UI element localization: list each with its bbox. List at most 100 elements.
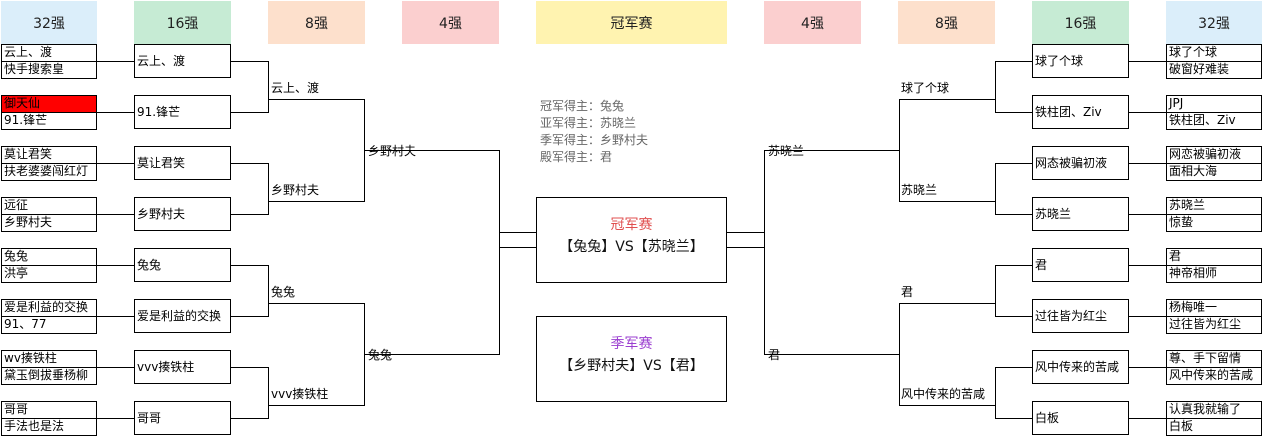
bracket-line bbox=[364, 149, 499, 151]
right-r32-slot-6-b: 风中传来的苦咸 bbox=[1166, 368, 1262, 385]
right-r16-slot-1: 铁柱团、Ziv bbox=[1032, 95, 1129, 129]
bracket-line bbox=[231, 163, 268, 164]
bracket-line bbox=[995, 265, 996, 317]
bracket-line bbox=[499, 149, 500, 355]
right-r32-slot-2-a: 网恋被骗初液 bbox=[1166, 146, 1262, 164]
runner-up-label: 亚军得主：苏晓兰 bbox=[540, 116, 637, 130]
champion-label: 冠军得主：兔兔 bbox=[540, 99, 625, 113]
header-right-r4: 4强 bbox=[764, 1, 861, 44]
bracket-line bbox=[899, 98, 995, 100]
bracket-line bbox=[268, 200, 364, 202]
connector-r32-r16 bbox=[97, 214, 134, 215]
left-r32-slot-2-a: 莫让君笑 bbox=[1, 146, 97, 164]
bracket-line bbox=[231, 316, 268, 317]
connector-r32-r16 bbox=[1129, 316, 1166, 317]
right-r32-slot-1-b: 铁柱团、Ziv bbox=[1166, 113, 1262, 130]
header-left-r32: 32强 bbox=[1, 1, 97, 44]
right-r32-slot-7-a: 认真我就输了 bbox=[1166, 401, 1262, 419]
bracket-line bbox=[899, 302, 900, 406]
connector-r32-r16 bbox=[1129, 112, 1166, 113]
left-r32-slot-0-b: 快手搜索皇 bbox=[1, 62, 97, 79]
bracket-line bbox=[268, 98, 364, 100]
bracket-line bbox=[268, 61, 269, 113]
left-r32-slot-7-a: 哥哥 bbox=[1, 401, 97, 419]
left-r16-slot-1: 91.锋芒 bbox=[134, 95, 231, 129]
right-r32-slot-3-a: 苏晓兰 bbox=[1166, 197, 1262, 215]
bracket-line bbox=[499, 247, 536, 248]
bracket-line bbox=[995, 214, 1032, 215]
bracket-line bbox=[899, 200, 995, 202]
left-r32-slot-3-b: 乡野村夫 bbox=[1, 215, 97, 232]
connector-r32-r16 bbox=[1129, 61, 1166, 62]
right-r16-slot-3: 苏晓兰 bbox=[1032, 197, 1129, 231]
left-r4-slot-1: 兔兔 bbox=[368, 347, 393, 362]
bracket-line bbox=[995, 61, 1032, 62]
right-r4-slot-0: 苏晓兰 bbox=[768, 143, 805, 158]
header-left-r4: 4强 bbox=[402, 1, 499, 44]
left-r16-slot-4: 兔兔 bbox=[134, 248, 231, 282]
left-r8-slot-0: 云上、渡 bbox=[271, 80, 320, 95]
bracket-line bbox=[995, 367, 1032, 368]
left-r8-slot-1: 乡野村夫 bbox=[271, 182, 320, 197]
connector-r32-r16 bbox=[97, 418, 134, 419]
right-r16-slot-5: 过往皆为红尘 bbox=[1032, 299, 1129, 333]
right-r32-slot-6-a: 尊、手下留情 bbox=[1166, 350, 1262, 368]
right-r32-slot-4-a: 君 bbox=[1166, 248, 1262, 266]
left-r32-slot-4-a: 兔兔 bbox=[1, 248, 97, 266]
bracket-line bbox=[995, 418, 1032, 419]
connector-r32-r16 bbox=[97, 61, 134, 62]
bracket-line bbox=[899, 98, 900, 202]
bracket-line bbox=[231, 418, 268, 419]
left-r32-slot-6-b: 黛玉倒拔垂杨柳 bbox=[1, 368, 97, 385]
third-place-match-box: 季军赛 【乡野村夫】VS【君】 bbox=[536, 316, 727, 402]
right-r32-slot-4-b: 神帝相师 bbox=[1166, 266, 1262, 283]
bracket-line bbox=[995, 163, 996, 215]
bracket-line bbox=[231, 214, 268, 215]
header-final: 冠军赛 bbox=[536, 1, 727, 44]
connector-r32-r16 bbox=[97, 163, 134, 164]
header-left-r16: 16强 bbox=[134, 1, 231, 44]
left-r16-slot-7: 哥哥 bbox=[134, 401, 231, 435]
connector-r32-r16 bbox=[1129, 367, 1166, 368]
right-r32-slot-0-b: 破窗好难装 bbox=[1166, 62, 1262, 79]
bracket-line bbox=[995, 367, 996, 419]
right-r32-slot-0-a: 球了个球 bbox=[1166, 44, 1262, 62]
bracket-line bbox=[231, 367, 268, 368]
left-r32-slot-0-a: 云上、渡 bbox=[1, 44, 97, 62]
right-r16-slot-6: 风中传来的苦咸 bbox=[1032, 350, 1129, 384]
left-r8-slot-2: 兔兔 bbox=[271, 284, 296, 299]
bracket-line bbox=[899, 302, 995, 304]
connector-r32-r16 bbox=[97, 265, 134, 266]
header-right-r8: 8强 bbox=[898, 1, 995, 44]
bracket-line bbox=[727, 247, 764, 248]
bracket-line bbox=[499, 232, 536, 233]
bracket-line bbox=[899, 404, 995, 406]
left-r32-slot-7-b: 手法也是法 bbox=[1, 419, 97, 436]
bracket-line bbox=[764, 149, 765, 355]
connector-r32-r16 bbox=[97, 112, 134, 113]
left-r16-slot-3: 乡野村夫 bbox=[134, 197, 231, 231]
bracket-line bbox=[764, 149, 899, 151]
left-r32-slot-1-b: 91.锋芒 bbox=[1, 113, 97, 130]
connector-r32-r16 bbox=[1129, 214, 1166, 215]
bracket-line bbox=[268, 404, 364, 406]
right-r32-slot-2-b: 面相大海 bbox=[1166, 164, 1262, 181]
right-r16-slot-7: 白板 bbox=[1032, 401, 1129, 435]
bracket-line bbox=[231, 112, 268, 113]
left-r16-slot-2: 莫让君笑 bbox=[134, 146, 231, 180]
left-r32-slot-5-b: 91、77 bbox=[1, 317, 97, 334]
connector-r32-r16 bbox=[1129, 265, 1166, 266]
connector-r32-r16 bbox=[1129, 418, 1166, 419]
left-r32-slot-5-a: 爱是利益的交换 bbox=[1, 299, 97, 317]
bracket-line bbox=[364, 353, 499, 355]
right-r8-slot-0: 球了个球 bbox=[901, 80, 950, 95]
right-r16-slot-4: 君 bbox=[1032, 248, 1129, 282]
left-r16-slot-0: 云上、渡 bbox=[134, 44, 231, 78]
final-match-box: 冠军赛 【兔兔】VS【苏晓兰】 bbox=[536, 197, 727, 283]
bracket-line bbox=[268, 367, 269, 419]
right-r32-slot-5-a: 杨梅唯一 bbox=[1166, 299, 1262, 317]
right-r8-slot-1: 苏晓兰 bbox=[901, 182, 938, 197]
left-r32-slot-6-a: wv揍铁柱 bbox=[1, 350, 97, 368]
third-place-match-players: 【乡野村夫】VS【君】 bbox=[559, 358, 704, 374]
left-r32-slot-2-b: 扶老婆婆闯红灯 bbox=[1, 164, 97, 181]
